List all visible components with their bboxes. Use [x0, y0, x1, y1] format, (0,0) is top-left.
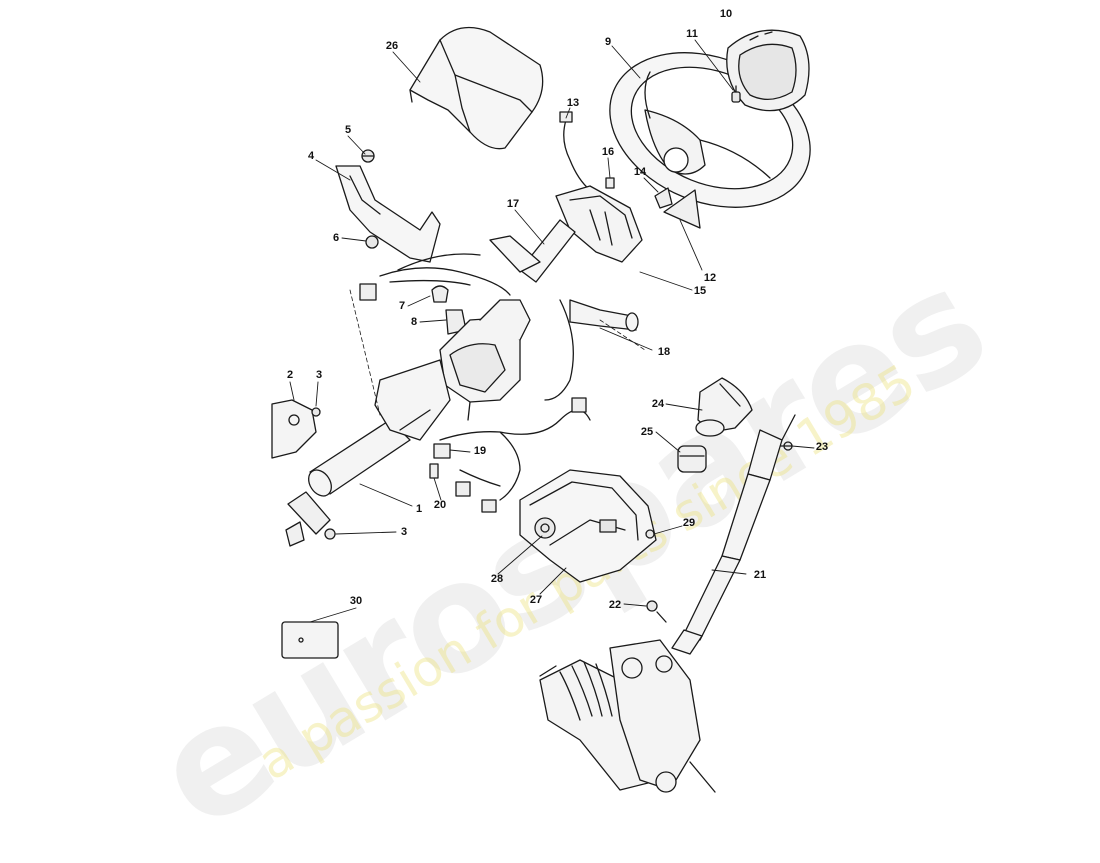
part-24-gaiter [695, 377, 753, 437]
part-16-clip [605, 177, 615, 189]
callout-18: 18 [657, 346, 671, 358]
callout-10: 10 [719, 8, 733, 20]
callout-16: 16 [601, 146, 615, 158]
harness-connector-upper [359, 283, 377, 301]
part-26-upper-shroud [409, 26, 544, 150]
dashed-link-lines [349, 289, 646, 416]
part-14-bracket [654, 187, 673, 209]
part-10-airbag-module [726, 29, 810, 112]
part-25-seal [677, 445, 707, 473]
part-22-bolt [646, 600, 667, 623]
callout-9: 9 [604, 36, 612, 48]
part-12-trim [663, 189, 701, 229]
callout-28: 28 [490, 573, 504, 585]
part-20-relay [429, 463, 439, 479]
part-30-label-plate [281, 621, 339, 659]
column-lower-flange [285, 491, 331, 547]
part-28-ignition [534, 517, 556, 539]
callout-1: 1 [415, 503, 423, 515]
callout-27: 27 [529, 594, 543, 606]
callout-3-lower: 3 [400, 526, 408, 538]
harness-loop-right [544, 299, 574, 401]
callout-25: 25 [640, 426, 654, 438]
part-4-bracket [335, 165, 441, 263]
part-23-bolt [779, 441, 793, 451]
column-housing [439, 299, 531, 421]
callout-29: 29 [682, 517, 696, 529]
part-7-switch [431, 285, 449, 303]
part-29-screw [645, 529, 655, 539]
callout-2: 2 [286, 369, 294, 381]
callout-13: 13 [566, 97, 580, 109]
parts-diagram: eurospares a passion for parts since 198… [128, 8, 1013, 863]
part-3-bolt-lower [324, 528, 336, 540]
callout-21: 21 [753, 569, 767, 581]
part-5-bolt [361, 149, 375, 163]
callout-3-upper: 3 [315, 369, 323, 381]
callout-20: 20 [433, 499, 447, 511]
column-shaft [489, 219, 576, 283]
callout-24: 24 [651, 398, 665, 410]
part-1-column-tube [308, 359, 451, 497]
harness-connector-19 [433, 443, 451, 459]
part-11-screw [731, 85, 741, 103]
callout-15: 15 [693, 285, 707, 297]
part-3-bolt [311, 407, 321, 417]
part-13-cable [563, 119, 601, 201]
harness-connector-a [455, 481, 471, 497]
callout-5: 5 [344, 124, 352, 136]
part-15-switch-housing [555, 185, 643, 263]
callout-14: 14 [633, 166, 647, 178]
callout-30: 30 [349, 595, 363, 607]
callout-23: 23 [815, 441, 829, 453]
callout-8: 8 [410, 316, 418, 328]
steering-rack [539, 639, 716, 793]
callout-6: 6 [332, 232, 340, 244]
harness-connector-b [481, 499, 497, 513]
part-6-nut [365, 235, 379, 249]
callout-26: 26 [385, 40, 399, 52]
part-18-stalk-switch [569, 299, 639, 332]
leader-lines [289, 39, 815, 623]
callout-11: 11 [686, 28, 698, 40]
callout-22: 22 [608, 599, 622, 611]
part-21-intermediate-shaft [671, 414, 796, 655]
callout-19: 19 [473, 445, 487, 457]
part-2-side-bracket [271, 399, 317, 459]
callout-7: 7 [398, 300, 406, 312]
callout-4: 4 [307, 150, 315, 162]
part-27-lower-shroud [519, 469, 657, 583]
callout-12: 12 [703, 272, 717, 284]
callout-17: 17 [506, 198, 520, 210]
harness-connector-c [571, 397, 587, 413]
exploded-view-drawing [271, 26, 815, 793]
wiring-harness-upper [379, 253, 511, 296]
